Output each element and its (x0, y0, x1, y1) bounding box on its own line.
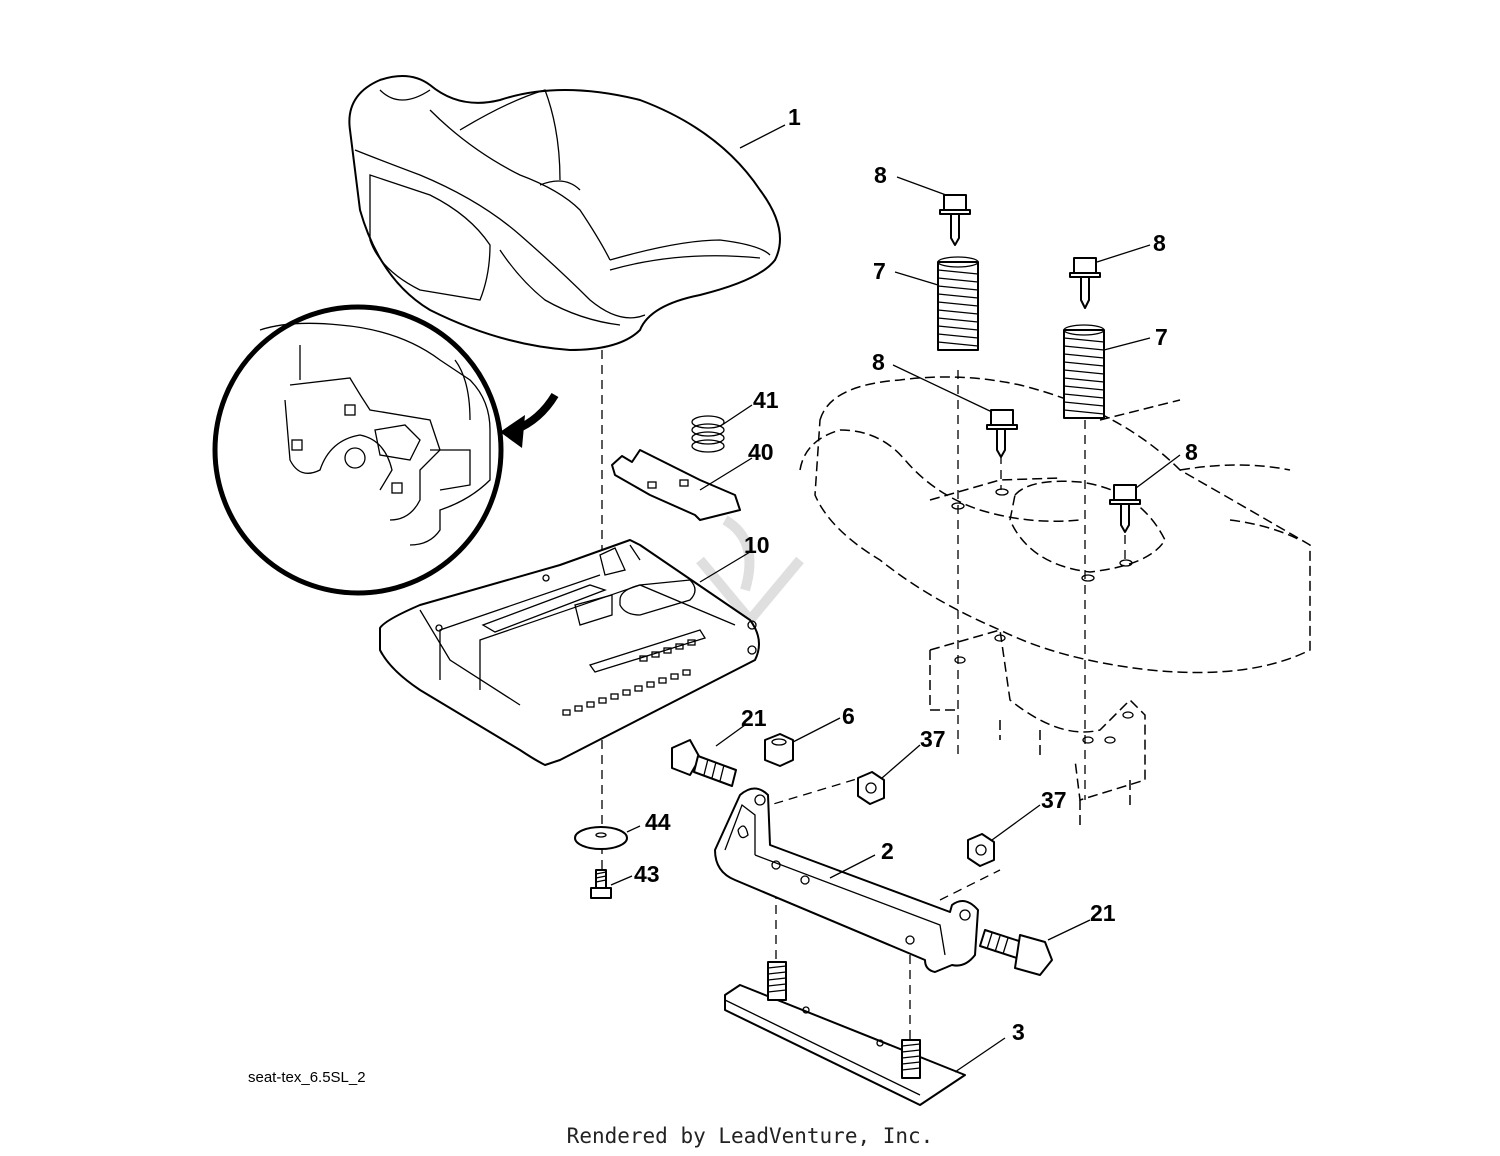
bolt-part-43 (590, 869, 612, 899)
callout-labels: 1 8 7 8 7 8 8 41 40 10 21 6 37 37 44 43 … (634, 104, 1198, 1045)
callout-43: 43 (634, 861, 660, 887)
render-credit: Rendered by LeadVenture, Inc. (567, 1124, 934, 1148)
latch-plate-part-40 (611, 449, 741, 521)
callout-8: 8 (874, 162, 887, 188)
callout-8: 8 (1153, 230, 1166, 256)
callout-7: 7 (1155, 324, 1168, 350)
spring-part-41 (691, 415, 725, 453)
callout-44: 44 (645, 809, 671, 835)
callout-leader-lines (610, 124, 1181, 1073)
bolt-part-8-c (986, 409, 1018, 458)
bolt-part-8-d (1109, 484, 1141, 533)
bracket-part-2 (714, 787, 979, 973)
callout-7: 7 (873, 258, 886, 284)
callout-8: 8 (872, 349, 885, 375)
nut-part-37-b (967, 833, 995, 867)
callout-41: 41 (753, 387, 779, 413)
spring-part-7-b (1063, 324, 1105, 419)
washer-part-44 (574, 826, 628, 850)
bolt-part-21-b (979, 929, 1053, 976)
seat-pan-part-10 (379, 539, 760, 766)
callout-21: 21 (1090, 900, 1116, 926)
mower-frame-outline (799, 376, 1311, 830)
callout-2: 2 (881, 838, 894, 864)
callout-6: 6 (842, 703, 855, 729)
seat-part-1 (348, 75, 781, 351)
callout-21: 21 (741, 705, 767, 731)
callout-37: 37 (1041, 787, 1067, 813)
detail-inset-circle (212, 304, 559, 596)
bolt-part-8-b (1069, 257, 1101, 309)
bolt-part-21-a (671, 739, 737, 787)
callout-10: 10 (744, 532, 770, 558)
bolt-part-8-a (939, 194, 971, 246)
callout-40: 40 (748, 439, 774, 465)
seat-pan-adjust-slots (562, 639, 696, 716)
nut-part-37-a (857, 771, 885, 805)
drawing-code: seat-tex_6.5SL_2 (248, 1069, 366, 1086)
callout-37: 37 (920, 726, 946, 752)
base-plate-part-3 (724, 961, 966, 1106)
callout-3: 3 (1012, 1019, 1025, 1045)
callout-1: 1 (788, 104, 801, 130)
spring-part-7-a (937, 256, 979, 351)
nut-part-6 (764, 733, 794, 767)
callout-8: 8 (1185, 439, 1198, 465)
